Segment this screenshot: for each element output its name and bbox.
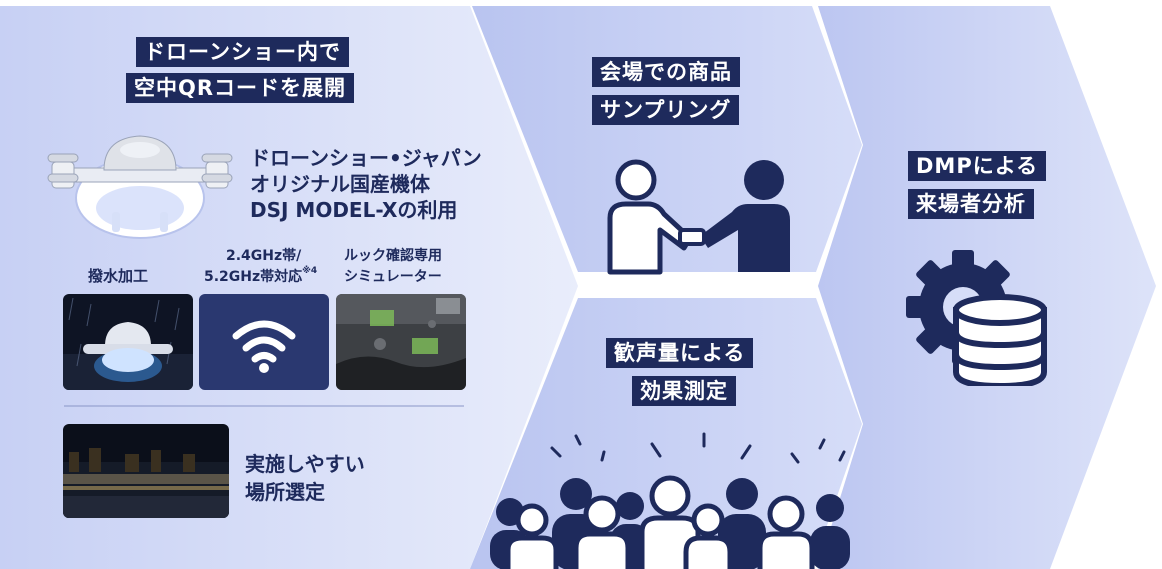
drone-icon xyxy=(47,135,233,239)
panel4-title-line1: DMPによる xyxy=(908,151,1047,181)
drone-desc-line3: DSJ MODEL-Xの利用 xyxy=(250,198,458,222)
feature2-label-line1: 2.4GHz帯/ xyxy=(226,248,302,264)
panel2-title-line2: サンプリング xyxy=(592,95,740,125)
panel3-title-line1: 歓声量による xyxy=(606,338,754,368)
panel4-title-line2: 来場者分析 xyxy=(908,189,1034,219)
crowd-icon xyxy=(490,432,850,569)
handshake-icon xyxy=(607,159,790,275)
feature1-label: 撥水加工 xyxy=(88,267,149,285)
gear-database-icon xyxy=(906,250,1047,386)
waterproof-photo xyxy=(63,294,193,390)
feature2-label-line2: 5.2GHz帯対応※4 xyxy=(204,266,317,286)
location-line2: 場所選定 xyxy=(245,480,325,504)
night-venue-image xyxy=(63,424,229,518)
waterproof-drone-image xyxy=(63,294,193,390)
feature3-label-line2: シミュレーター xyxy=(344,269,442,285)
feature3-label-line1: ルック確認専用 xyxy=(344,248,442,264)
drone-desc-line1: ドローンショー•ジャパン xyxy=(250,146,482,170)
panel2-title-line1: 会場での商品 xyxy=(592,57,740,87)
drone-desc-line2: オリジナル国産機体 xyxy=(250,172,430,196)
simulator-photo xyxy=(336,294,466,390)
panel3-title-line2: 効果測定 xyxy=(632,376,736,406)
feature2-label-text: 5.2GHz帯対応 xyxy=(204,269,303,285)
wifi-icon xyxy=(232,320,296,373)
panel1-title-line1: ドローンショー内で xyxy=(136,37,349,67)
feature2-note: ※4 xyxy=(302,266,318,276)
wifi-tile xyxy=(199,294,329,390)
simulator-image xyxy=(336,294,466,390)
location-photo xyxy=(63,424,229,518)
panel1-title-line2: 空中QRコードを展開 xyxy=(126,73,355,103)
location-line1: 実施しやすい xyxy=(245,452,365,476)
